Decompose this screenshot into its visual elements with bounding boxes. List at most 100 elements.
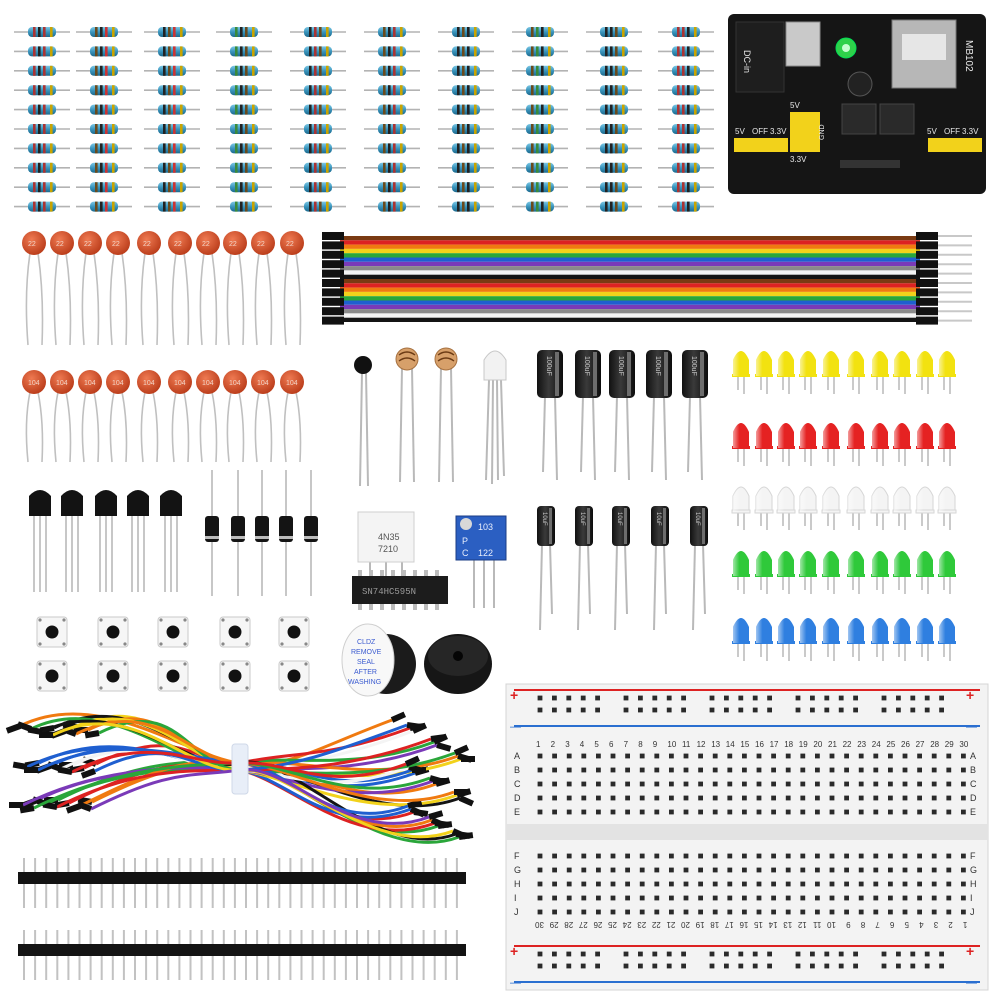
- rail-hole: [537, 695, 543, 701]
- tactile-button-corner: [221, 642, 225, 646]
- regulator-right: [879, 103, 915, 135]
- grid-hole: [610, 809, 616, 815]
- jumper-tip: [451, 828, 468, 840]
- resistor-band: [541, 143, 544, 154]
- grid-hole: [888, 781, 893, 787]
- diode-cathode-band: [231, 536, 245, 539]
- grid-hole: [537, 753, 543, 759]
- rail-hole: [638, 707, 643, 713]
- grid-hole: [917, 895, 922, 901]
- jumper-tip: [39, 732, 53, 738]
- tactile-button-corner: [221, 618, 225, 622]
- capacitor-lead: [238, 252, 245, 346]
- rail-hole: [580, 695, 586, 701]
- led-highlight: [733, 423, 749, 448]
- grid-hole: [771, 767, 776, 773]
- resistor-band: [388, 162, 391, 173]
- grid-hole: [785, 853, 791, 859]
- grid-hole: [537, 909, 543, 915]
- rgb-led-lead: [491, 379, 494, 485]
- grid-hole: [552, 895, 557, 901]
- resistor-band: [610, 124, 613, 134]
- resistor-band: [548, 124, 551, 134]
- rail-hole: [795, 951, 801, 957]
- breadboard-power-module: DC-in MB102 5V 3.3V GND 5V OFF 3.3V 5V O…: [728, 14, 986, 194]
- grid-hole: [902, 781, 908, 787]
- grid-hole: [873, 909, 879, 915]
- resistor-band: [33, 201, 36, 212]
- tactile-button-corner: [221, 662, 225, 666]
- led-highlight: [917, 487, 933, 512]
- usb-a-opening: [902, 34, 946, 60]
- jumper-tip: [428, 810, 444, 820]
- resistor-band: [393, 162, 396, 173]
- grid-hole: [946, 795, 952, 801]
- tactile-button-corner: [304, 686, 308, 690]
- jumper-tip: [409, 806, 426, 818]
- right-5v-label: 5V: [927, 127, 937, 136]
- grid-hole: [785, 809, 791, 815]
- grid-hole: [727, 867, 733, 873]
- resistor-band: [677, 162, 680, 173]
- resistor-band: [43, 162, 46, 173]
- resistor-band: [100, 201, 103, 212]
- female-connector: [322, 279, 344, 287]
- resistor-band: [309, 27, 312, 37]
- rail-hole: [666, 707, 672, 713]
- grid-hole: [610, 767, 616, 773]
- rail-hole: [709, 707, 715, 713]
- rgb-led-lead: [500, 379, 505, 477]
- resistor-band: [531, 201, 534, 212]
- ribbon-wire: [340, 248, 920, 254]
- sensor-group: [354, 347, 507, 487]
- grid-hole: [581, 795, 587, 801]
- module-model-label: MB102: [963, 40, 974, 72]
- grid-hole: [888, 809, 893, 815]
- row-letter: E: [970, 807, 976, 817]
- capacitor-lead: [211, 391, 218, 463]
- resistor-band: [168, 46, 171, 57]
- dc-jack: [735, 21, 785, 93]
- rail-hole: [709, 951, 715, 957]
- grid-hole: [946, 853, 952, 859]
- resistor-band: [245, 104, 248, 115]
- row-letter: B: [514, 765, 520, 775]
- ic-pin: [380, 604, 384, 610]
- resistor-band: [694, 65, 697, 76]
- column-number: 7: [624, 740, 629, 749]
- resistor-band: [687, 143, 690, 154]
- grid-hole: [683, 781, 689, 787]
- grid-hole: [888, 895, 893, 901]
- resistor-band: [677, 124, 680, 134]
- grid-hole: [858, 881, 864, 887]
- grid-hole: [742, 909, 747, 915]
- capacitor-label: 22: [56, 241, 64, 248]
- column-number: 25: [608, 920, 617, 929]
- mid-5v-label: 5V: [790, 101, 800, 110]
- jumper-tip: [406, 722, 422, 730]
- jumper-tip: [390, 711, 407, 723]
- solderless-breadboard: + + + + 11223344556677889910101111121213…: [505, 683, 989, 991]
- resistor-band: [326, 65, 329, 76]
- grid-hole: [858, 753, 864, 759]
- resistor-band: [50, 162, 53, 173]
- ribbon-wire: [340, 300, 920, 305]
- resistor-band: [548, 162, 551, 173]
- resistor-band: [112, 182, 115, 193]
- grid-hole: [888, 767, 893, 773]
- grid-hole: [727, 881, 733, 887]
- rail-hole: [939, 951, 944, 957]
- resistor-band: [536, 104, 539, 115]
- resistor-band: [309, 124, 312, 134]
- resistor-band: [677, 104, 680, 115]
- female-connector: [322, 288, 344, 297]
- column-number: 1: [536, 740, 541, 749]
- resistor-band: [50, 46, 53, 57]
- sticker-line: CLDZ: [357, 639, 376, 646]
- resistor-band: [388, 143, 391, 154]
- resistor-band: [43, 201, 46, 212]
- resistor-band: [100, 124, 103, 134]
- resistor-band: [95, 143, 98, 154]
- rail-hole: [824, 695, 830, 701]
- jumper-tip: [76, 801, 93, 812]
